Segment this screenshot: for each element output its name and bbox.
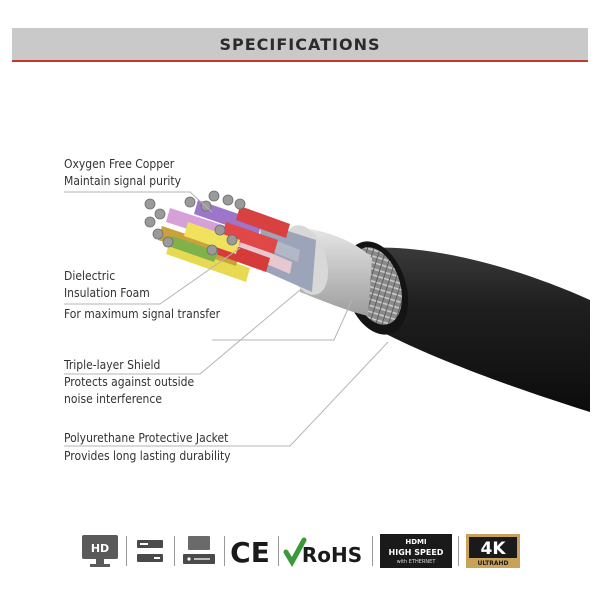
callout-dielectric-detail: For maximum signal transfer (64, 306, 220, 323)
callout-dielectric: Dielectric Insulation Foam (64, 268, 150, 302)
hdmi-speed-label: HIGH SPEED (389, 548, 444, 557)
badge-divider (224, 536, 225, 566)
hd-monitor-icon: HD (82, 535, 118, 567)
callout-triple-layer-shield: Triple-layer Shield Protects against out… (64, 357, 194, 408)
media-player-icon (183, 536, 215, 564)
callout-polyurethane-jacket: Polyurethane Protective Jacket (64, 430, 228, 447)
page-title: SPECIFICATIONS (219, 35, 381, 54)
certification-badges: HD CE RoHS HDMI HIGH SPEED with ETHERNET (80, 532, 520, 570)
ultrahd-label: ULTRAHD (477, 560, 508, 567)
callout-detail-line2: noise interference (64, 392, 162, 406)
callout-title: Triple-layer Shield (64, 358, 161, 372)
callout-detail: Protects against outside (64, 375, 195, 389)
4k-label: 4K (480, 539, 506, 559)
callout-detail: Provides long lasting durability (64, 449, 231, 463)
callout-jacket-detail: Provides long lasting durability (64, 448, 231, 465)
ce-label: CE (230, 536, 270, 569)
badge-divider (126, 536, 127, 566)
callout-oxygen-free-copper: Oxygen Free Copper Maintain signal purit… (64, 156, 181, 190)
badge-divider (458, 536, 459, 566)
callout-title: Polyurethane Protective Jacket (64, 431, 229, 445)
hdmi-high-speed-icon: HDMI HIGH SPEED with ETHERNET (380, 534, 452, 568)
4k-ultrahd-icon: 4K ULTRAHD (466, 534, 520, 568)
leader-lines (64, 191, 389, 447)
set-top-box-icon (137, 540, 163, 562)
callout-title-line2: Insulation Foam (64, 286, 150, 300)
badge-divider (174, 536, 175, 566)
specifications-header: SPECIFICATIONS (12, 28, 588, 62)
callout-title: Dielectric (64, 269, 116, 283)
hdmi-brand-label: HDMI (405, 538, 426, 546)
ce-mark-icon: CE (230, 536, 270, 569)
callout-detail: For maximum signal transfer (64, 307, 221, 321)
inner-wires (158, 200, 316, 292)
badge-divider (278, 536, 279, 566)
rohs-label: RoHS (302, 543, 362, 567)
badge-divider (372, 536, 373, 566)
copper-conductor-tips (144, 190, 246, 256)
callout-detail: Maintain signal purity (64, 174, 182, 188)
outer-jacket (370, 247, 590, 412)
callout-title: Oxygen Free Copper (64, 157, 175, 171)
hdmi-ethernet-label: with ETHERNET (397, 559, 437, 565)
rohs-compliant-icon: RoHS (283, 537, 362, 568)
hd-label: HD (91, 542, 109, 555)
